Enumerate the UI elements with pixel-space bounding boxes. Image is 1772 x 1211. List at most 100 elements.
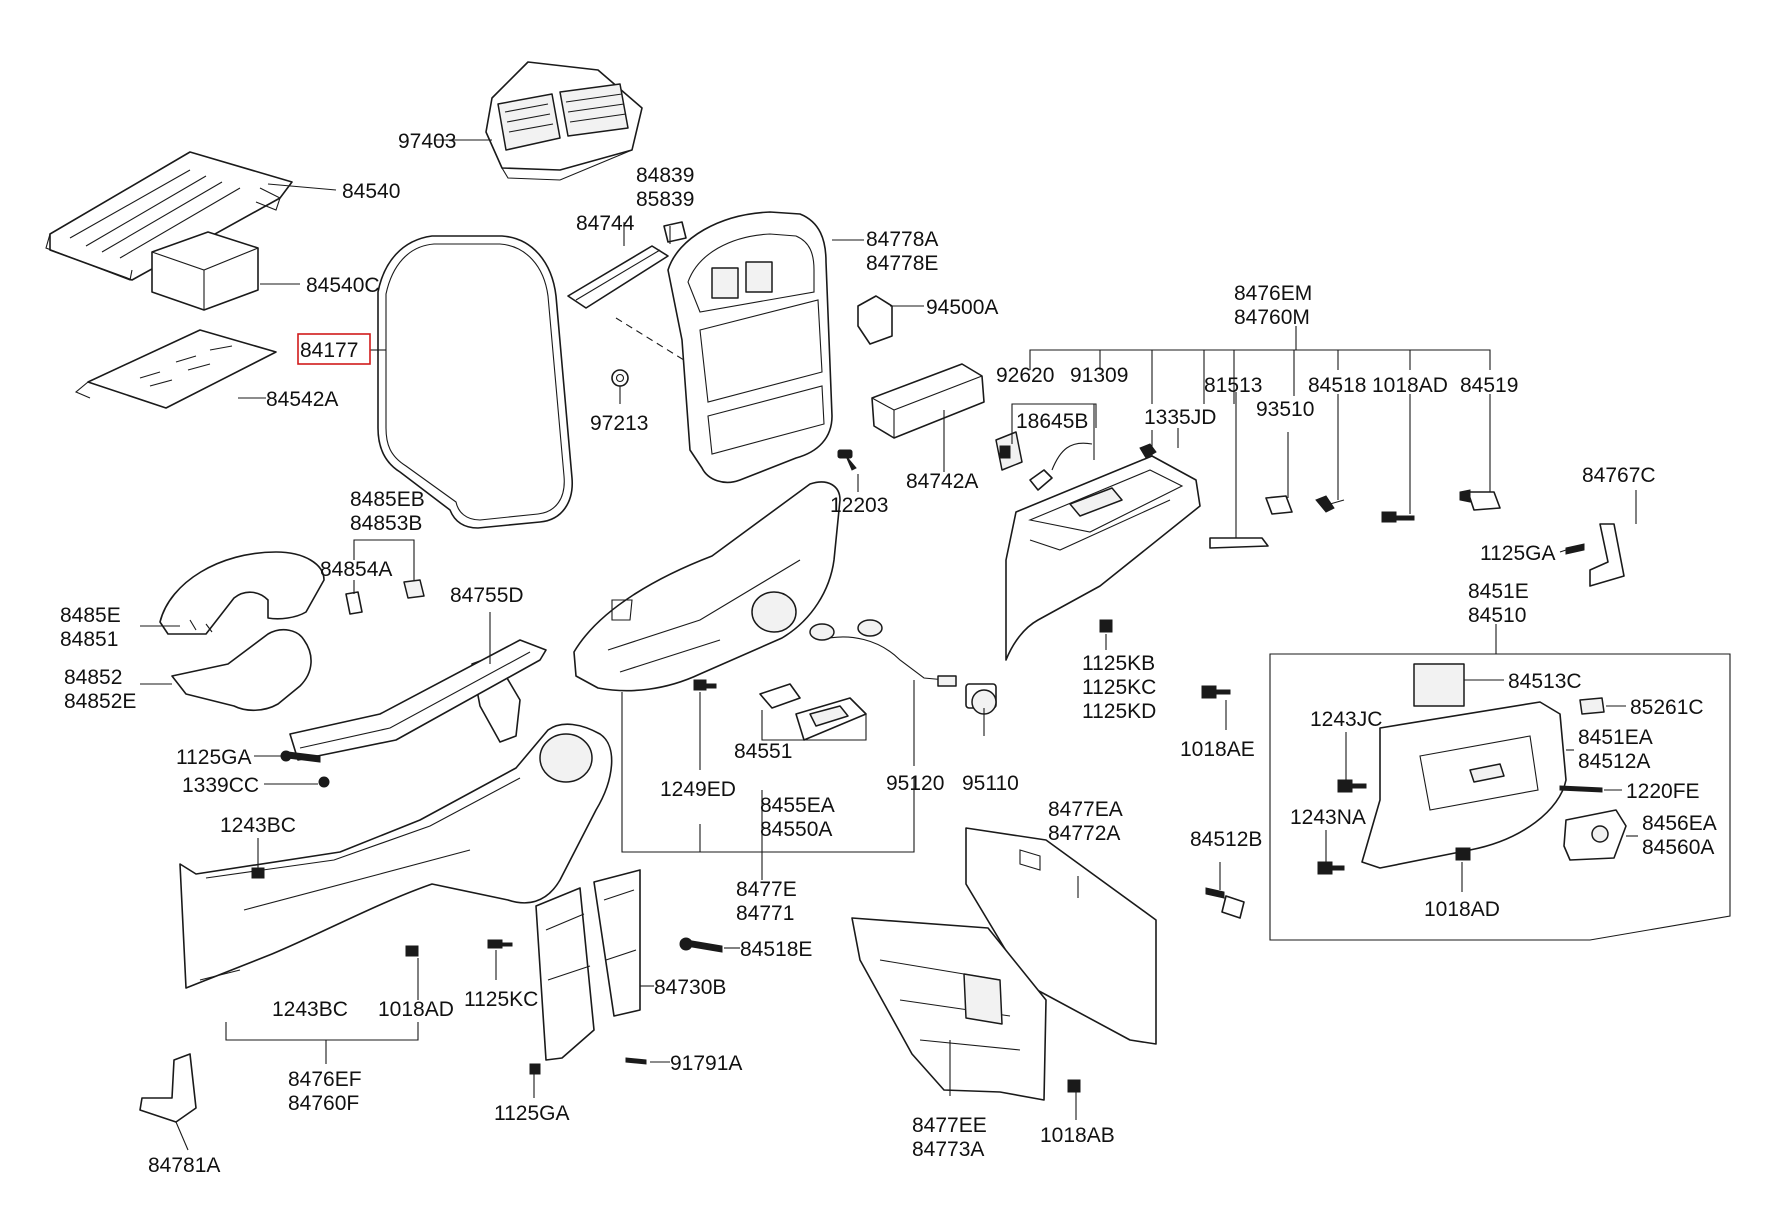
part-lamp-92620 [995,431,1023,471]
label-1220FE: 1220FE [1626,780,1700,803]
label-92620: 92620 [996,364,1054,387]
label-18645B: 18645B [1016,410,1088,433]
label-84767C: 84767C [1582,464,1656,487]
label-84512B: 84512B [1190,828,1262,851]
label-81513: 81513 [1204,374,1262,397]
label-94500A: 94500A [926,296,998,319]
part-screw-1125GA-right [1565,543,1585,555]
part-module-84742A [871,363,985,439]
part-screw-1018AD-top [1381,511,1415,523]
label-1018AB: 1018AB [1040,1124,1115,1147]
label-1243JC: 1243JC [1310,708,1382,731]
part-clip-84512B [1205,887,1245,919]
label-84760M: 84760M [1234,306,1310,329]
label-84742A: 84742A [906,470,978,493]
part-steering-cover-lower [171,628,312,712]
part-screw-1125KB [1099,619,1113,633]
part-cover-plate [74,329,277,409]
label-1125GA-left: 1125GA [176,746,252,769]
part-screw-1125GA-bottom [529,1063,541,1075]
label-84755D: 84755D [450,584,524,607]
label-1249ED: 1249ED [660,778,736,801]
label-84513C: 84513C [1508,670,1582,693]
part-bolt-84518E [679,937,723,953]
part-lower-panel-8477EE [851,917,1047,1101]
inset-glove-box [1361,701,1567,869]
part-screw-1249ED [693,679,717,691]
label-8477EA: 8477EA [1048,798,1123,821]
label-84778E: 84778E [866,252,938,275]
label-84518: 84518 [1308,374,1366,397]
label-84744: 84744 [576,212,635,235]
inset-latch-8456EA [1563,809,1627,861]
part-bolt-1125GA-left [280,750,321,763]
inset-label-85261C [1579,697,1605,715]
label-84519: 84519 [1460,374,1518,397]
leader-lines [140,139,1731,1151]
label-8485E: 8485E [60,604,121,627]
part-panel-84177 [377,235,573,529]
label-8451E: 8451E [1468,580,1529,603]
label-1125KC-bottom: 1125KC [464,988,538,1011]
highlight-box-84177 [297,333,371,365]
label-12203: 12203 [830,494,888,517]
part-bracket-94500A [857,295,893,345]
part-clip-84519 [1459,489,1501,511]
part-trim-strip [567,245,701,371]
label-8485EB: 8485EB [350,488,425,511]
label-84773A: 84773A [912,1138,984,1161]
part-bracket-84781A [139,1053,197,1123]
part-center-console-upper [573,481,841,692]
part-nut-97213 [611,369,629,387]
part-socket-95110 [965,683,997,715]
label-84772A: 84772A [1048,822,1120,845]
label-84550A: 84550A [760,818,832,841]
label-8455EA: 8455EA [760,794,835,817]
part-glove-box-housing [1005,442,1201,661]
inset-screw-1018AD [1455,847,1471,861]
inset-screw-1243JC [1337,779,1367,793]
part-ashtray-84551 [759,683,867,741]
label-1339CC: 1339CC [182,774,259,797]
inset-screw-1220FE [1559,785,1603,793]
label-85261C: 85261C [1630,696,1704,719]
label-8476EM: 8476EM [1234,282,1312,305]
label-84854A: 84854A [320,558,392,581]
label-84839: 84839 [636,164,694,187]
part-tray-bracket [45,151,293,281]
label-1125KB: 1125KB [1082,652,1155,675]
part-screw-1018AD-bottom [405,945,419,957]
label-84560A: 84560A [1642,836,1714,859]
part-screw-1018AB [1067,1079,1081,1093]
label-84852E: 84852E [64,690,136,713]
label-8456EA: 8456EA [1642,812,1717,835]
label-84510: 84510 [1468,604,1526,627]
label-91791A: 91791A [670,1052,742,1075]
part-center-fascia [667,211,833,484]
label-84852: 84852 [64,666,122,689]
label-1125GA-right: 1125GA [1480,542,1556,565]
inset-screw-1243NA [1317,861,1345,875]
part-lower-dash-panel [179,639,613,989]
label-84540: 84540 [342,180,400,203]
part-nut-1339CC [318,776,330,788]
label-8477E: 8477E [736,878,797,901]
label-84177: 84177 [300,339,358,362]
label-84778A: 84778A [866,228,938,251]
label-84518E: 84518E [740,938,812,961]
part-screw-1018AE [1201,685,1231,699]
label-91309: 91309 [1070,364,1128,387]
label-84730B: 84730B [654,976,726,999]
label-1018AD-bottom: 1018AD [378,998,454,1021]
part-screw-91791A [625,1057,647,1065]
label-1335JD: 1335JD [1144,406,1216,429]
label-1243BC-left: 1243BC [220,814,296,837]
label-1018AD-inset: 1018AD [1424,898,1500,921]
part-steering-cover-upper [159,551,325,635]
label-84512A: 84512A [1578,750,1650,773]
part-switch-93510 [1265,495,1293,515]
label-1018AE: 1018AE [1180,738,1255,761]
label-95110: 95110 [962,772,1019,795]
part-glove-box-door [965,827,1157,1045]
